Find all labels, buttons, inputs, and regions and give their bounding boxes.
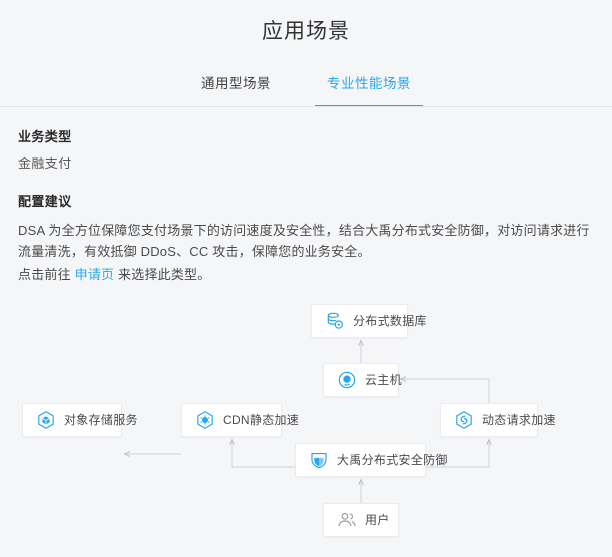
scenario-details: 业务类型 金融支付 配置建议 DSA 为全方位保障您支付场景下的访问速度及安全性… — [0, 107, 612, 285]
tab-list: 通用型场景 专业性能场景 — [0, 74, 612, 107]
diagram-node-distributed-database[interactable]: 分布式数据库 — [311, 304, 427, 338]
diagram-node-label: CDN静态加速 — [223, 413, 300, 427]
diagram-node-label: 用户 — [365, 513, 390, 527]
config-suggestion-heading: 配置建议 — [18, 194, 72, 209]
edge-shield-to-dyn — [426, 440, 489, 468]
tab-general-scenario[interactable]: 通用型场景 — [201, 76, 271, 91]
apply-link-suffix: 来选择此类型。 — [114, 267, 211, 282]
edge-shield-to-cdn — [232, 440, 295, 468]
architecture-diagram: 分布式数据库 云主机 动态请求加速 CDN静态加速 — [0, 293, 612, 557]
tab-professional-scenario[interactable]: 专业性能场景 — [315, 74, 423, 107]
diagram-node-dayu-security[interactable]: 大禹分布式安全防御 — [295, 443, 447, 477]
diagram-node-label: 分布式数据库 — [353, 314, 427, 328]
apply-link-line: 点击前往 申请页 来选择此类型。 — [18, 264, 594, 285]
diagram-node-dynamic-acceleration[interactable]: 动态请求加速 — [440, 403, 556, 437]
business-type-value: 金融支付 — [18, 156, 72, 171]
object-storage-icon — [38, 411, 54, 429]
apply-page-link[interactable]: 申请页 — [74, 267, 115, 282]
database-gear-icon — [327, 312, 344, 329]
page-title: 应用场景 — [262, 20, 350, 43]
section-spacer — [18, 174, 594, 192]
dynamic-accel-icon — [456, 411, 472, 429]
diagram-node-cloud-host[interactable]: 云主机 — [323, 363, 402, 397]
shield-icon — [311, 453, 327, 469]
cdn-accel-icon — [197, 411, 213, 429]
tabs-divider — [0, 106, 612, 107]
edge-dyn-to-host — [401, 379, 490, 403]
diagram-node-label: 动态请求加速 — [482, 413, 556, 427]
diagram-node-label: 对象存储服务 — [64, 413, 138, 427]
diagram-connectors — [0, 293, 612, 503]
users-icon — [338, 512, 356, 527]
diagram-node-user[interactable]: 用户 — [323, 503, 399, 537]
apply-link-prefix: 点击前往 — [18, 267, 75, 282]
diagram-node-label: 大禹分布式安全防御 — [337, 453, 448, 467]
cloud-host-icon — [338, 371, 356, 389]
diagram-node-cdn-acceleration[interactable]: CDN静态加速 — [181, 403, 299, 437]
diagram-node-label: 云主机 — [365, 373, 402, 387]
diagram-node-object-storage[interactable]: 对象存储服务 — [22, 403, 138, 437]
config-suggestion-paragraph: DSA 为全方位保障您支付场景下的访问速度及安全性，结合大禹分布式安全防御，对访… — [18, 223, 590, 259]
tabs-bar: 通用型场景 专业性能场景 — [0, 74, 612, 107]
business-type-heading: 业务类型 — [18, 129, 72, 144]
